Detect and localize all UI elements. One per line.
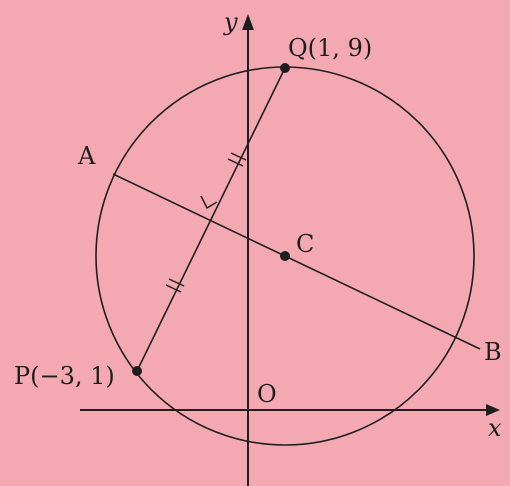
point-c-label: C xyxy=(296,230,314,258)
tick-mark-lower-1 xyxy=(165,284,182,293)
point-b-label: B xyxy=(484,338,502,366)
x-axis-arrow xyxy=(486,404,500,416)
chord-pq xyxy=(136,67,286,372)
origin-label: O xyxy=(257,380,277,408)
point-q-label: Q(1, 9) xyxy=(288,34,372,62)
point-c-dot xyxy=(280,251,290,261)
x-axis-label: x xyxy=(488,414,502,442)
y-axis-label: y xyxy=(223,8,238,36)
tick-mark-lower-2 xyxy=(168,278,185,287)
point-a-label: A xyxy=(77,142,96,170)
point-q-dot xyxy=(280,63,290,73)
point-p-dot xyxy=(132,366,142,376)
bisector-ab xyxy=(112,173,481,350)
y-axis-arrow xyxy=(242,14,254,30)
tick-mark-upper-2 xyxy=(230,152,247,161)
point-p-label: P(−3, 1) xyxy=(14,362,115,390)
right-angle-marker xyxy=(200,195,218,210)
tick-mark-upper-1 xyxy=(227,158,244,167)
